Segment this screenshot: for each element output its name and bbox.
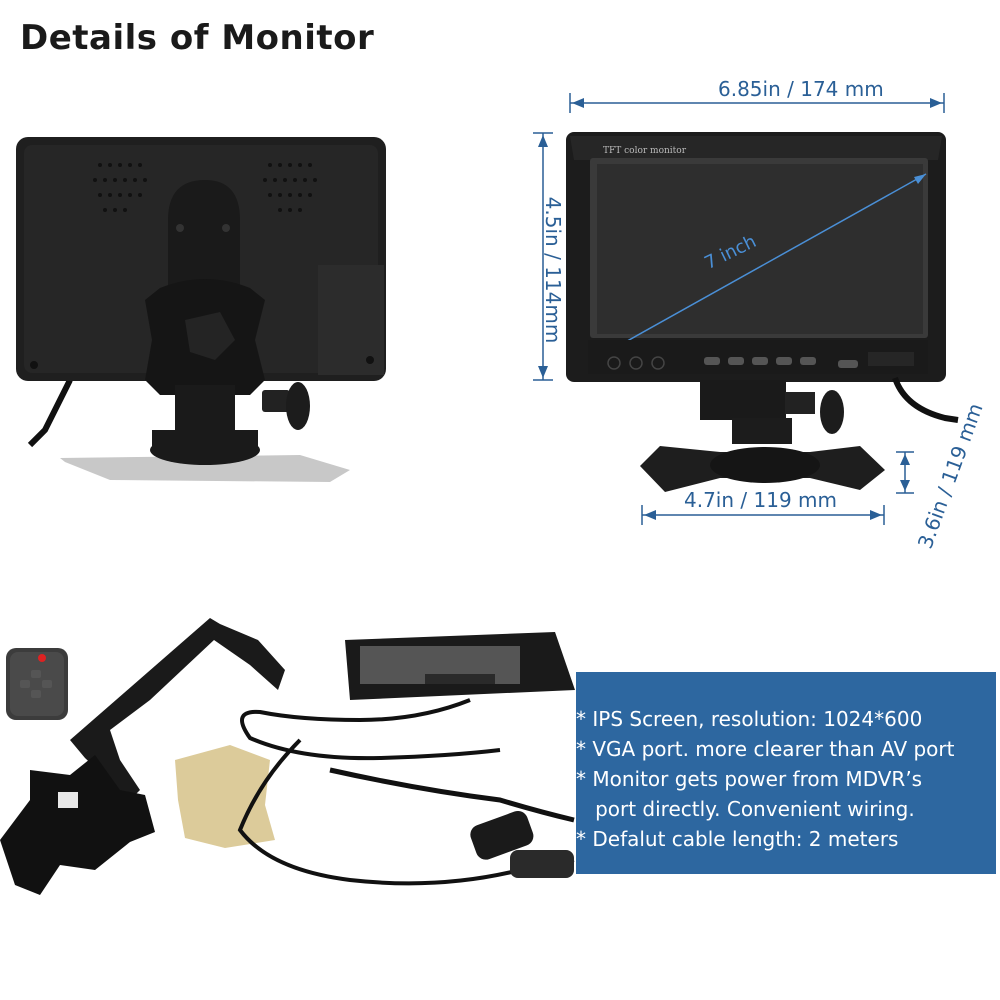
spec-line: * IPS Screen, resolution: 1024*600: [576, 707, 923, 731]
screen-brand-label: TFT color monitor: [603, 146, 686, 156]
spec-line: * VGA port. more clearer than AV port: [576, 737, 955, 761]
height-dimension-label: 4.5in / 114mm: [541, 196, 565, 344]
spec-line: port directly. Convenient wiring.: [576, 797, 915, 821]
accessories: [0, 618, 575, 895]
spec-panel: * IPS Screen, resolution: 1024*600 * VGA…: [576, 672, 996, 874]
spec-line: * Defalut cable length: 2 meters: [576, 827, 899, 851]
monitor-front-view: [566, 132, 959, 492]
dimension-arrows: [533, 93, 945, 525]
base-width-dimension-label: 4.7in / 119 mm: [684, 488, 837, 512]
spec-line: * Monitor gets power from MDVR’s: [576, 767, 923, 791]
page-title: Details of Monitor: [20, 18, 375, 58]
monitor-back-view: [16, 137, 386, 482]
width-dimension-label: 6.85in / 174 mm: [718, 77, 884, 101]
